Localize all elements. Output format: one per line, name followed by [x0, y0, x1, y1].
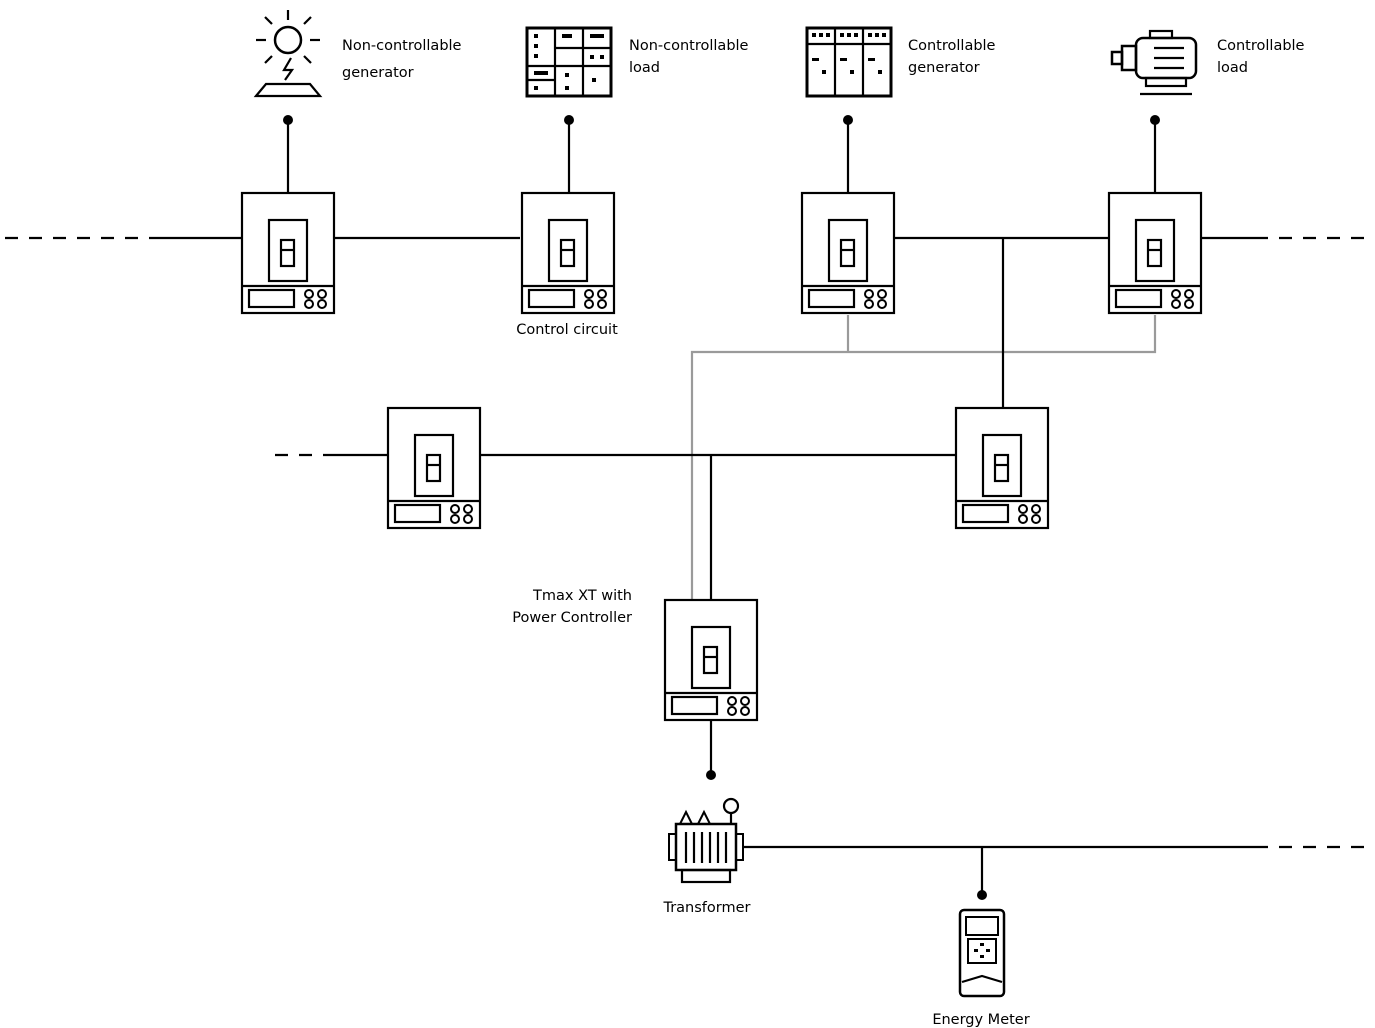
node-dot	[283, 115, 293, 125]
energy-meter-icon	[958, 908, 1006, 998]
label-transformer: Transformer	[662, 900, 750, 916]
control-circuit-lines	[690, 315, 1157, 600]
inverter-cabinet-icon	[805, 26, 893, 98]
node-dot	[843, 115, 853, 125]
label-controllable-generator-line2: generator	[908, 60, 980, 76]
circuit-breaker-icon	[240, 191, 336, 315]
node-dot	[564, 115, 574, 125]
node-dot	[1150, 115, 1160, 125]
circuit-breaker-icon	[800, 191, 896, 315]
label-non-controllable-generator-line1: Non-controllable	[342, 38, 462, 54]
node-dot	[706, 770, 716, 780]
circuit-breaker-icon	[386, 406, 482, 530]
control-line-main	[690, 315, 1157, 600]
circuit-breaker-icon	[663, 598, 759, 722]
label-non-controllable-load-line2: load	[629, 60, 660, 76]
label-tmax-line1: Tmax XT with	[532, 588, 632, 604]
label-controllable-load-line2: load	[1217, 60, 1248, 76]
label-control-circuit: Control circuit	[516, 322, 618, 338]
label-non-controllable-load-line1: Non-controllable	[629, 38, 749, 54]
circuit-breaker-icon	[954, 406, 1050, 530]
label-tmax-line2: Power Controller	[512, 610, 632, 626]
label-controllable-load-line1: Controllable	[1217, 38, 1305, 54]
circuit-breaker-icon	[520, 191, 616, 315]
label-non-controllable-generator-line2: generator	[342, 65, 414, 81]
solar-panel-icon	[253, 10, 323, 98]
label-energy-meter: Energy Meter	[932, 1012, 1029, 1028]
labels: Non-controllable generator Non-controlla…	[342, 38, 1305, 1028]
circuit-breaker-icon	[1107, 191, 1203, 315]
node-dot	[977, 890, 987, 900]
switchgear-cabinet-icon	[525, 26, 613, 98]
transformer-icon	[668, 797, 744, 884]
continuation-lines	[5, 236, 1368, 849]
breakers	[240, 191, 1203, 722]
electric-motor-icon	[1110, 29, 1198, 96]
label-controllable-generator-line1: Controllable	[908, 38, 996, 54]
